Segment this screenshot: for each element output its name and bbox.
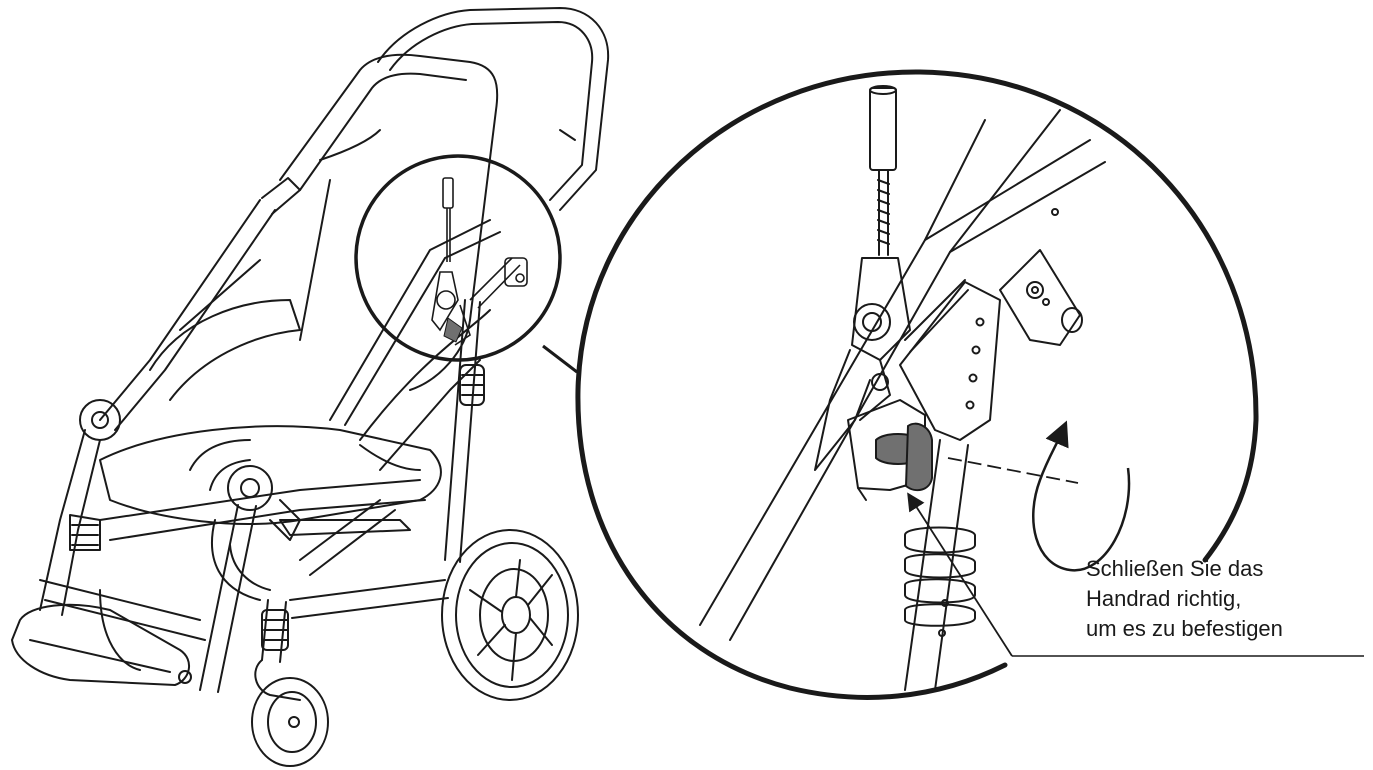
hinge-bracket	[899, 281, 1001, 441]
seat-cushion	[99, 425, 442, 525]
rotate-arrow-icon	[1032, 420, 1131, 572]
gas-spring-cap	[869, 87, 897, 171]
instruction-line-2: Handrad richtig,	[1086, 586, 1242, 611]
leader-arrow	[907, 492, 1013, 657]
instruction-text: Schließen Sie das Handrad richtig, um es…	[1086, 554, 1366, 644]
push-handle	[377, 7, 610, 211]
detail-connector	[542, 344, 578, 374]
side-guard-left	[149, 299, 301, 401]
instruction-line-3: um es zu befestigen	[1086, 616, 1283, 641]
footrest	[11, 603, 190, 686]
backrest	[279, 53, 499, 391]
wheelchair-drawing	[11, 7, 610, 767]
detail-circle-small	[354, 154, 562, 362]
rear-wheel-right	[441, 529, 579, 701]
hand-wheel-knob	[875, 422, 933, 492]
front-caster-wheel	[251, 677, 329, 767]
instruction-line-1: Schließen Sie das	[1086, 556, 1264, 581]
axis-line	[947, 457, 1079, 484]
detail-circle-large	[575, 69, 1364, 700]
spring-coil	[904, 526, 976, 554]
